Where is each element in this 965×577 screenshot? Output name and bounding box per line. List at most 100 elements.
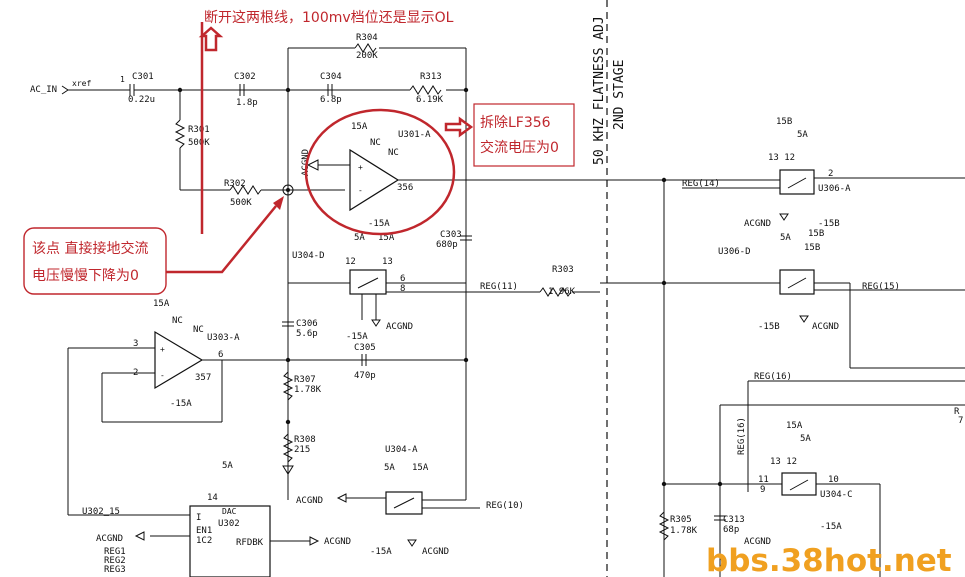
u306d-neg: -15B	[758, 322, 780, 332]
reg1-label: REG1	[104, 547, 126, 557]
u302-rfdbk: RFDBK	[236, 538, 264, 548]
u302-pin-ic2: 1C2	[196, 536, 212, 546]
annotation-right-line1: 拆除LF356	[480, 115, 551, 131]
u304c-acgnd: ACGND	[744, 537, 771, 547]
u304d-name: U304-D	[292, 251, 325, 261]
u306a-5a: 5A	[797, 130, 808, 140]
u306a-15b: 15B	[776, 117, 792, 127]
annotation-top-arrow	[198, 26, 224, 52]
u301-nc1: NC	[370, 138, 381, 148]
u303-supply-pos: 15A	[153, 299, 170, 309]
r307-value: 1.78K	[294, 385, 322, 395]
r303-name: R303	[552, 265, 574, 275]
r307-name: R307	[294, 375, 316, 385]
watermark: bbs.38hot.net	[706, 543, 952, 577]
u304c-pin11: 11	[758, 475, 769, 485]
c313-name: C313	[723, 515, 745, 525]
c304-value: 6.8p	[320, 95, 342, 105]
xref-label: xref	[72, 79, 91, 88]
u302-acgnd: ACGND	[96, 534, 123, 544]
svg-text:-: -	[358, 186, 363, 195]
u302-15-label: U302_15	[82, 507, 120, 517]
reg16-label: REG(16)	[754, 372, 792, 382]
annotation-left-arrowhead	[273, 196, 284, 210]
u301-supply-pos: 15A	[351, 122, 368, 132]
u303-pin2: 2	[133, 368, 138, 378]
u304d-pin12: 12	[345, 257, 356, 267]
u301-name: U301-A	[398, 130, 431, 140]
r302-name: R302	[224, 179, 246, 189]
u304d-acgnd: ACGND	[386, 322, 413, 332]
u301-type: 356	[397, 183, 413, 193]
u302-name: U302	[218, 519, 240, 529]
svg-text:+: +	[358, 163, 363, 172]
c313-value: 68p	[723, 525, 739, 535]
c302-value: 1.8p	[236, 98, 258, 108]
u303-pin6: 6	[218, 350, 223, 360]
u304a-sa: 5A	[384, 463, 395, 473]
reg2-label: REG2	[104, 556, 126, 566]
reg3-label: REG3	[104, 565, 126, 575]
annotation-left-line1: 该点 直接接地交流	[32, 240, 148, 257]
u304d-pin13: 13	[382, 257, 393, 267]
u302-sa: 5A	[222, 461, 233, 471]
r313-value: 6.19K	[416, 95, 444, 105]
annotation-top: 断开这两根线，100mv档位还是显示OL	[204, 9, 454, 26]
reg10-label: REG(10)	[486, 501, 524, 511]
u304a-15a: 15A	[412, 463, 429, 473]
u304c-pin10: 10	[828, 475, 839, 485]
stage-title-2: 2ND STAGE	[612, 60, 627, 130]
r304-name: R304	[356, 33, 378, 43]
annotation-left-arrow	[166, 205, 277, 274]
r302-value: 500K	[230, 198, 252, 208]
c305-name: C305	[354, 343, 376, 353]
c301-name: C301	[132, 72, 154, 82]
u303-name: U303-A	[207, 333, 240, 343]
r301-name: R301	[188, 125, 210, 135]
u302-pin-en1: EN1	[196, 526, 212, 536]
u306a-pin2: 2	[828, 169, 833, 179]
u303-nc1: NC	[172, 316, 183, 326]
u304c-pin9: 9	[760, 485, 765, 495]
u304c-neg: -15A	[820, 522, 842, 532]
r305-value: 1.78K	[670, 526, 698, 536]
annotation-right-box	[473, 103, 575, 167]
annotation-right-arrow	[444, 116, 474, 138]
u304c-15a: 15A	[786, 421, 803, 431]
annotation-right-line2: 交流电压为0	[480, 139, 559, 156]
u301-supply-neg: -15A	[368, 219, 390, 229]
u304a-name: U304-A	[385, 445, 418, 455]
c301-pin1: 1	[120, 75, 125, 84]
u304a-acgnd: ACGND	[422, 547, 449, 557]
svg-text:-: -	[160, 371, 165, 380]
reg15-label: REG(15)	[862, 282, 900, 292]
u303-type: 357	[195, 373, 211, 383]
u303-pin3: 3	[133, 339, 138, 349]
u306d-acgnd: ACGND	[812, 322, 839, 332]
u303-opamp	[154, 330, 204, 390]
r313-name: R313	[420, 72, 442, 82]
r303-value: 1.96K	[548, 287, 576, 297]
r3-fragment-2: 7	[958, 416, 963, 426]
u306a-pins: 13 12	[768, 153, 795, 163]
annotation-left-line2: 电压慢慢下降为0	[32, 267, 139, 284]
r308-value: 215	[294, 445, 310, 455]
u303-supply-neg: -15A	[170, 399, 192, 409]
u306a-neg: -15B	[818, 219, 840, 229]
r3-fragment: R	[954, 407, 960, 417]
u301-opamp	[349, 148, 400, 212]
c301-value: 0.22u	[128, 95, 155, 105]
u306d-sa: 5A	[780, 233, 791, 243]
u304c-pins: 13 12	[770, 457, 797, 467]
u306a-switch	[779, 169, 815, 195]
u304a-neg: -15A	[370, 547, 392, 557]
u302-pin14: 14	[207, 493, 218, 503]
u304d-switch	[349, 269, 387, 295]
reg11-label: REG(11)	[480, 282, 518, 292]
u304a-acgnd-left: ACGND	[296, 496, 323, 506]
u304d-15a: 15A	[378, 233, 395, 243]
ac-in-arrow	[61, 85, 69, 95]
r308-name: R308	[294, 435, 316, 445]
